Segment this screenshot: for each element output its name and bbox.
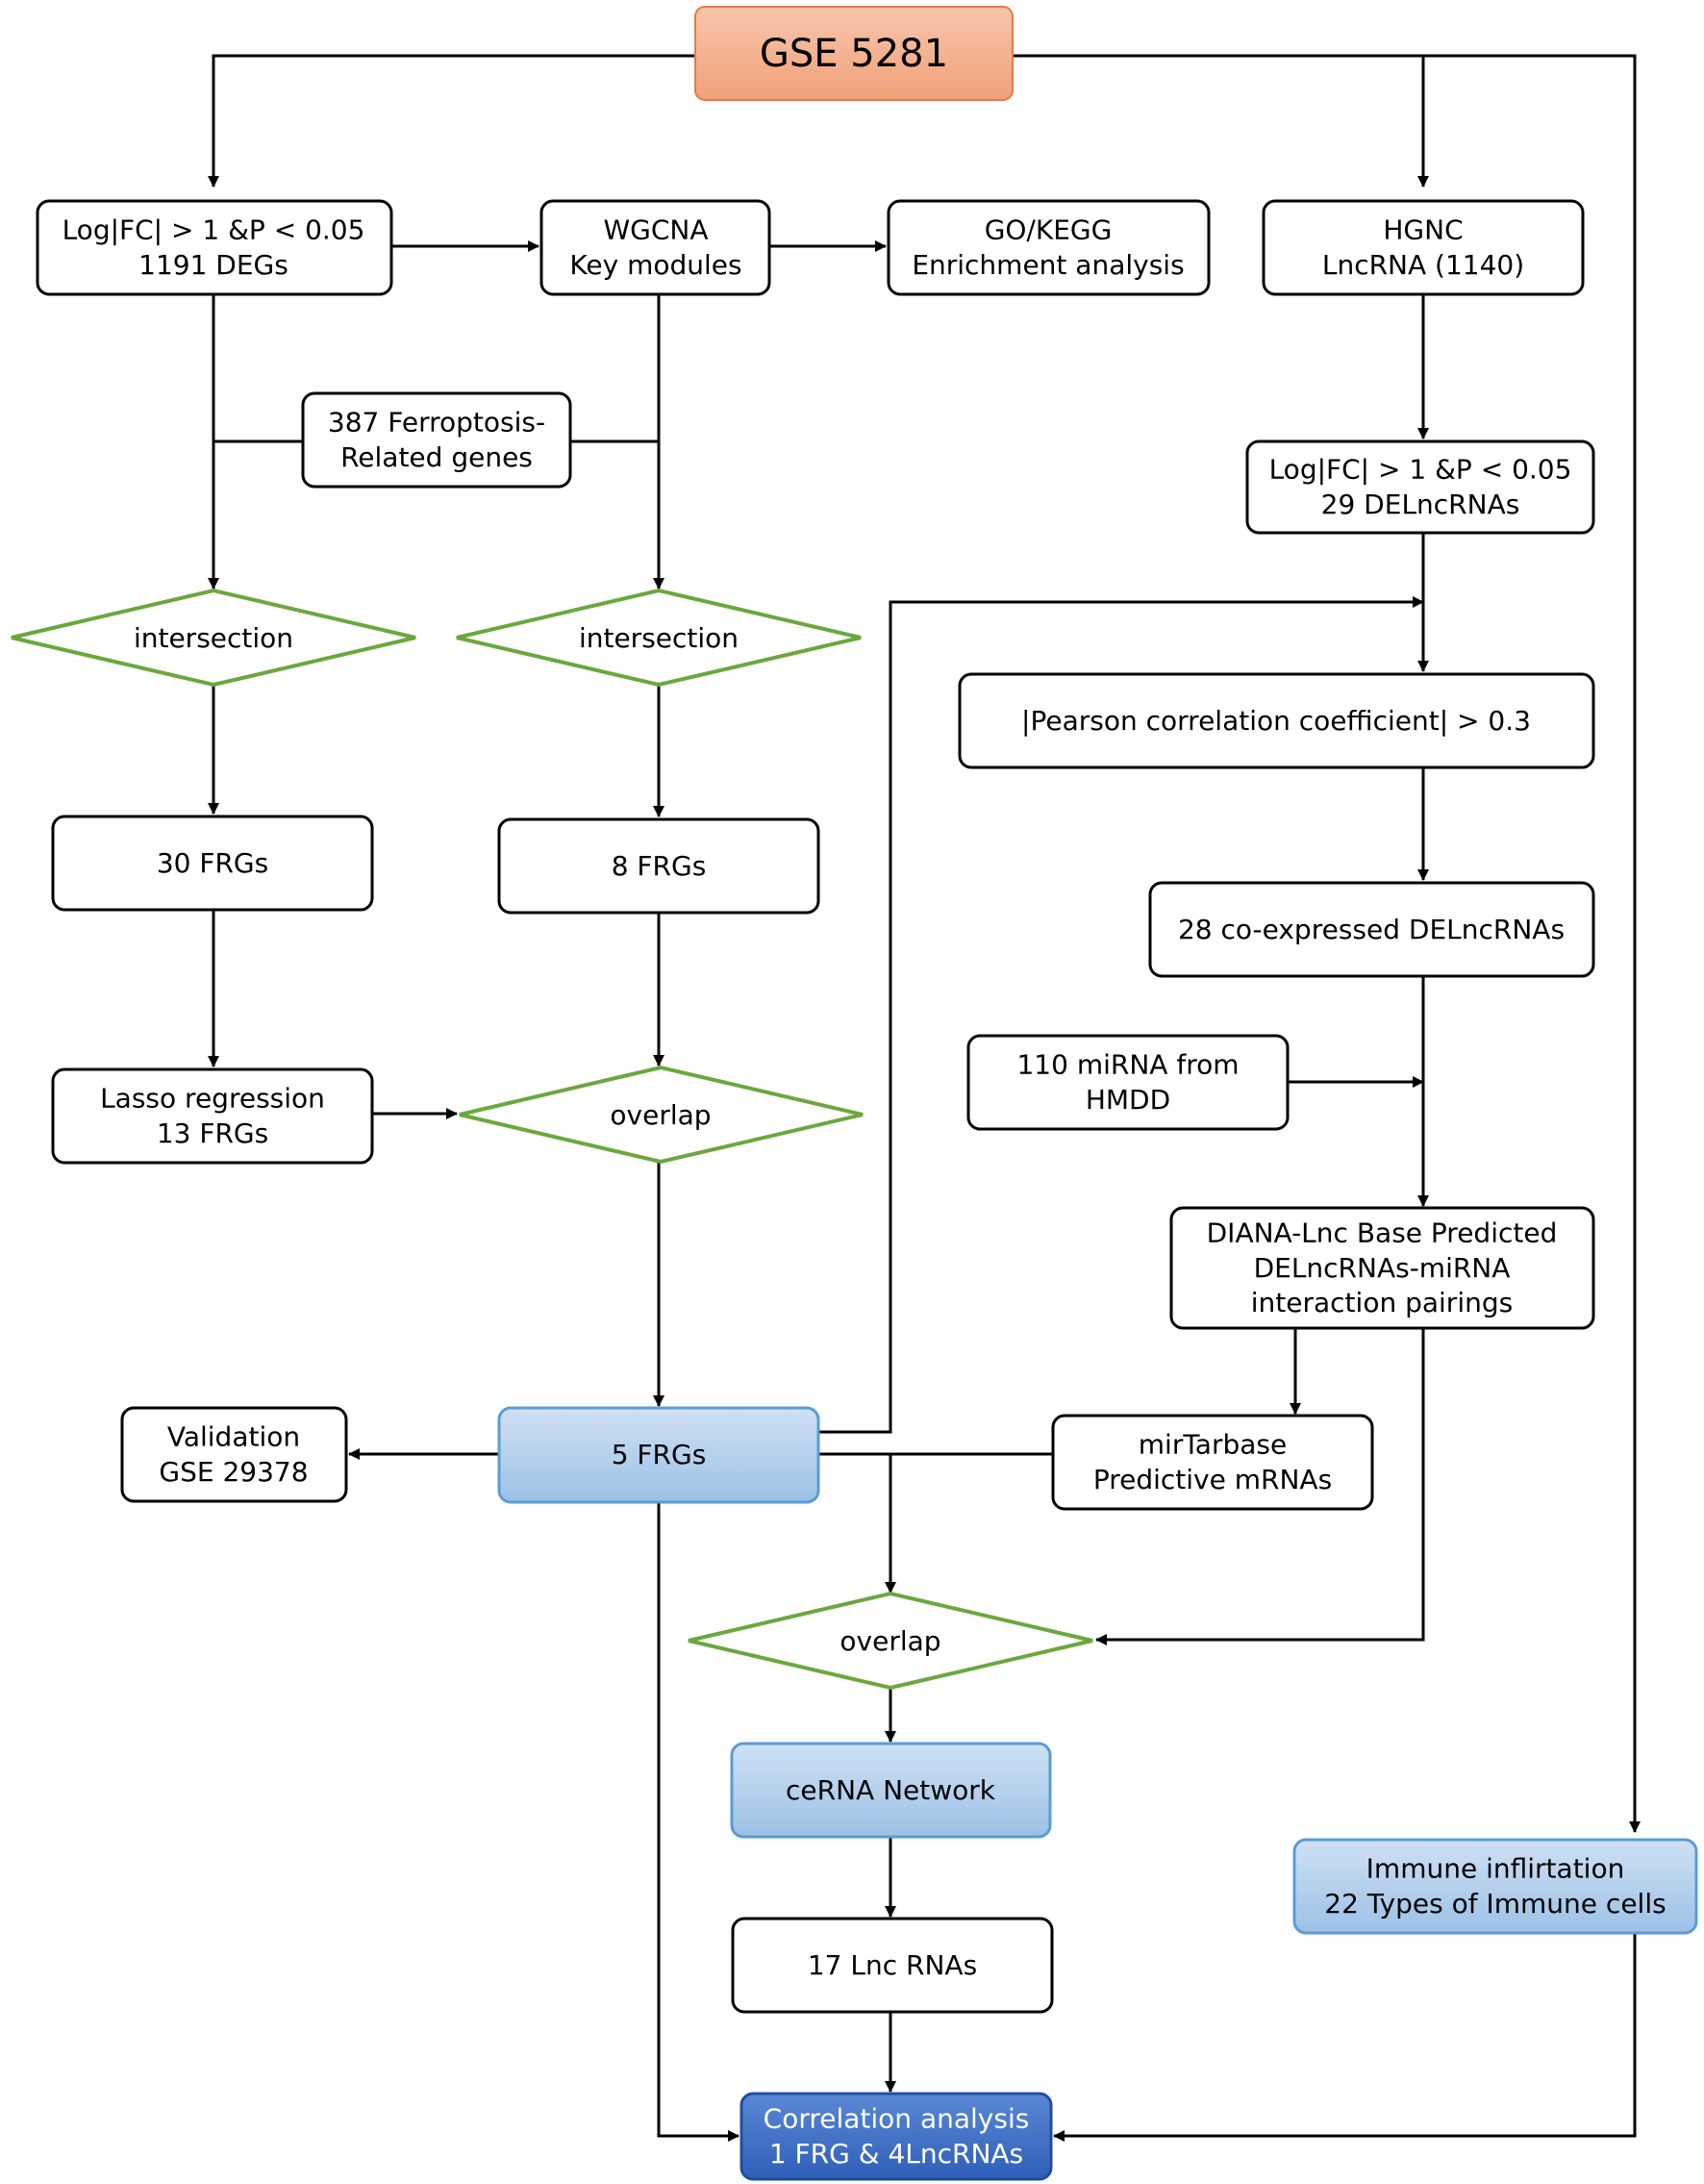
corr-line-1: Correlation analysis: [764, 2103, 1030, 2135]
node-frg30-label: 30 FRGs: [157, 847, 268, 879]
intersect2-line-1: intersection: [579, 622, 739, 654]
node-intersect2: intersection: [456, 588, 862, 688]
node-cerna: ceRNA Network: [730, 1742, 1052, 1839]
ferroptosis-line-2: Related genes: [340, 441, 533, 473]
node-frg8-label: 8 FRGs: [612, 850, 707, 882]
node-pearson-label: |Pearson correlation coefficient| > 0.3: [1021, 705, 1531, 737]
node-intersect1: intersection: [11, 588, 416, 688]
mirna110-line-1: 110 miRNA from: [1016, 1049, 1239, 1081]
gse5281-line-1: GSE 5281: [760, 32, 948, 76]
connectors: [208, 54, 1641, 2142]
node-overlap2: overlap: [688, 1591, 1093, 1691]
node-intersect2-label: intersection: [579, 622, 739, 654]
degs-line-2: 1191 DEGs: [138, 249, 288, 281]
node-overlap1-label: overlap: [610, 1099, 711, 1131]
validation-line-2: GSE 29378: [159, 1456, 308, 1488]
node-coexp-label: 28 co-expressed DELncRNAs: [1178, 914, 1565, 945]
coexp-line-1: 28 co-expressed DELncRNAs: [1178, 914, 1565, 945]
corr-line-2: 1 FRG & 4LncRNAs: [769, 2138, 1023, 2170]
delnc-line-2: 29 DELncRNAs: [1321, 489, 1520, 520]
degs-line-1: Log|FC| > 1 &P < 0.05: [63, 214, 365, 246]
wgcna-line-2: Key modules: [569, 249, 741, 281]
arrow-frg5-to-pearson: [818, 596, 1424, 1434]
node-frg5-label: 5 FRGs: [612, 1439, 707, 1470]
mirtar-line-1: mirTarbase: [1139, 1429, 1287, 1461]
lasso-line-2: 13 FRGs: [157, 1117, 268, 1149]
immune-line-1: Immune inflirtation: [1366, 1853, 1625, 1885]
node-ferroptosis-label: 387 Ferroptosis-Related genes: [328, 407, 545, 473]
gokegg-line-1: GO/KEGG: [985, 214, 1113, 246]
arrow-gse-to-hgnc: [1013, 54, 1429, 188]
delnc-line-1: Log|FC| > 1 &P < 0.05: [1269, 454, 1572, 486]
mirtar-line-2: Predictive mRNAs: [1093, 1464, 1332, 1495]
node-frg8: 8 FRGs: [497, 817, 820, 915]
validation-line-1: Validation: [167, 1421, 300, 1453]
hgnc-line-1: HGNC: [1383, 214, 1463, 246]
node-overlap2-label: overlap: [839, 1625, 940, 1657]
node-frg5: 5 FRGs: [497, 1406, 820, 1504]
cerna-line-1: ceRNA Network: [786, 1774, 996, 1806]
arrow-gse-to-degs: [208, 54, 695, 188]
diana-line-1: DIANA-Lnc Base Predicted: [1207, 1217, 1558, 1248]
ferroptosis-line-1: 387 Ferroptosis-: [328, 407, 545, 439]
overlap2-line-1: overlap: [839, 1625, 940, 1657]
overlap1-line-1: overlap: [610, 1099, 711, 1131]
node-gse5281-label: GSE 5281: [760, 32, 948, 76]
node-ferroptosis: 387 Ferroptosis-Related genes: [301, 391, 572, 489]
node-intersect1-label: intersection: [134, 622, 293, 654]
node-lnc17-label: 17 Lnc RNAs: [808, 1949, 977, 1981]
lasso-line-1: Lasso regression: [100, 1083, 325, 1115]
node-frg30: 30 FRGs: [51, 815, 374, 912]
node-coexp: 28 co-expressed DELncRNAs: [1148, 881, 1595, 978]
intersect1-line-1: intersection: [134, 622, 293, 654]
node-pearson: |Pearson correlation coefficient| > 0.3: [958, 672, 1595, 769]
arrow-diana-to-overlap2: [1095, 1328, 1425, 1645]
wgcna-line-1: WGCNA: [603, 214, 708, 246]
mirna110-line-2: HMDD: [1086, 1084, 1170, 1116]
node-lnc17: 17 Lnc RNAs: [731, 1917, 1054, 2014]
frg30-line-1: 30 FRGs: [157, 847, 268, 879]
immune-line-2: 22 Types of Immune cells: [1324, 1888, 1666, 1920]
frg8-line-1: 8 FRGs: [612, 850, 707, 882]
node-cerna-label: ceRNA Network: [786, 1774, 996, 1806]
diana-line-3: interaction pairings: [1251, 1287, 1513, 1318]
arrow-immune-to-corr: [1053, 1933, 1637, 2142]
node-overlap1: overlap: [459, 1065, 864, 1165]
lnc17-line-1: 17 Lnc RNAs: [808, 1949, 977, 1981]
diana-line-2: DELncRNAs-miRNA: [1254, 1252, 1511, 1284]
arrow-frg5-to-corr: [657, 1502, 739, 2142]
arrow-gse-to-immune: [1423, 54, 1641, 1833]
hgnc-line-2: LncRNA (1140): [1322, 249, 1524, 281]
frg5-line-1: 5 FRGs: [612, 1439, 707, 1470]
gokegg-line-2: Enrichment analysis: [912, 249, 1184, 281]
pearson-line-1: |Pearson correlation coefficient| > 0.3: [1021, 705, 1531, 737]
node-gse5281: GSE 5281: [694, 6, 1014, 101]
